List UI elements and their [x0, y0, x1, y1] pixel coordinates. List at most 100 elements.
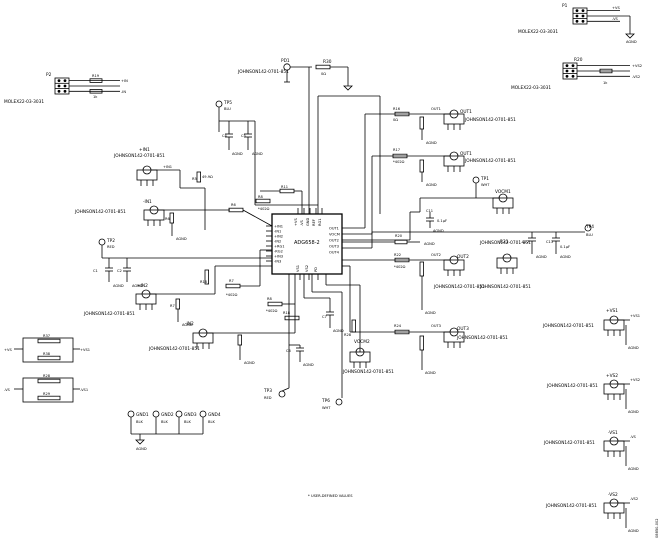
r18-agnd: AGND: [426, 141, 437, 145]
p2-part: MOLEX22-03-3031: [4, 99, 44, 105]
c11-val: 0.1µF: [437, 219, 447, 223]
vocm2-label: VOCM2: [354, 339, 370, 345]
c12-agnd: AGND: [536, 255, 547, 259]
ic-left-pin: +RG1: [274, 244, 285, 248]
ic-right-pin: OUT1: [329, 226, 339, 230]
tp5-color: BLU: [224, 107, 231, 111]
ic-bottom-pin: PD: [314, 267, 318, 272]
ic-top-pin: GND: [306, 218, 310, 226]
jack-vs1p-pn: JOHNSON142-0701-851: [542, 323, 594, 329]
ic-left-pin: -IN2: [274, 239, 281, 243]
r18-label: R18: [283, 311, 291, 315]
footnote-user-defined: * USER-DEFINED VALUES: [308, 494, 353, 498]
out1-label: OUT1: [460, 109, 472, 115]
p2-pin-inn: -IN: [121, 90, 126, 94]
jack-vs1n-net: -VS: [630, 435, 637, 439]
tp2-label: TP2: [106, 238, 115, 244]
c5-agnd: AGND: [252, 152, 263, 156]
bottom-center-section: TP3 RED C6 AGND C7 AGND TP6 WHT R28 VOCM…: [263, 274, 394, 410]
gnd1-post: GND1 BLK: [127, 410, 149, 434]
p1-part: MOLEX22-03-3031: [518, 29, 558, 35]
tp6-color: WHT: [322, 406, 331, 410]
r5-val: 49.9Ω: [202, 175, 213, 179]
ic-left-pin: +IN1: [274, 224, 283, 228]
c6-label: C6: [286, 349, 292, 353]
ic-left-pin: -IN1: [274, 229, 281, 233]
gnd2-post: GND2 BLK: [152, 410, 174, 434]
tp3-label: TP3: [263, 388, 272, 394]
in2-jack-pn: JOHNSON142-0701-851: [83, 311, 135, 317]
vocm1-label: VOCM1: [495, 189, 511, 195]
out2-jack-pn: JOHNSON142-0701-851: [433, 284, 485, 290]
c12-label: C12: [522, 240, 529, 244]
gnd-agnd: AGND: [136, 447, 147, 451]
ic-bottom-pin: VS2: [305, 265, 309, 272]
p2-1k: 1k: [93, 95, 98, 99]
c4-label: C4: [222, 134, 228, 138]
r28-label: R28: [43, 374, 51, 378]
tp6-label: TP6: [321, 398, 330, 404]
tp3-color: RED: [264, 396, 272, 400]
jack-vs2p-net: +VS2: [630, 378, 640, 382]
r38-label: R38: [43, 352, 51, 356]
r17-val: *402Ω: [393, 160, 405, 164]
jack-vs2n-net: -VS2: [630, 497, 638, 501]
out1-jack-pn: JOHNSON142-0701-851: [464, 117, 516, 123]
c13-agnd: AGND: [560, 255, 571, 259]
c11-agnd: AGND: [433, 229, 444, 233]
tp2-section: TP2 RED C1 C2 AGND AGND: [93, 238, 272, 288]
out1n-label: OUT1: [460, 151, 472, 157]
pd-jack-pn: JOHNSON142-0701-851: [237, 69, 289, 75]
p1-agnd: AGND: [626, 40, 637, 44]
in1-section: JOHNSON142-0701-851 +IN1 +IN1 R5 49.9Ω R…: [113, 147, 303, 230]
gnd1-color: BLK: [136, 420, 143, 424]
p2-pin-in: +IN: [121, 79, 128, 83]
out3-wire: OUT3: [431, 324, 441, 328]
ic-left-pin: -IN3: [274, 259, 281, 263]
in2n-agnd: AGND: [244, 361, 255, 365]
ic-part-label: ADG658-2: [294, 240, 320, 246]
ic-u1: ADG658-2 +IN1-IN1+IN2-IN2+RG1-RG2+IN3-IN…: [266, 208, 343, 280]
r22-label: R22: [394, 253, 401, 257]
r30-value: 0Ω: [321, 72, 326, 76]
p3-part: MOLEX22-03-3031: [511, 85, 551, 91]
r7-label: R7: [229, 279, 234, 283]
tp1-label: TP1: [480, 176, 489, 182]
jack-vs1-minus: -VS1 -VS AGND JOHNSON142-0701-851: [543, 430, 639, 471]
supply-resistors: R37 R38 +VS +VS1 R28 R29 -VS -VS1: [4, 334, 90, 403]
pd2-jack-pn: JOHNSON142-0701-851: [479, 284, 531, 290]
ic-right-pin: OUT3: [329, 244, 339, 248]
ic-left-pin: -RG2: [274, 249, 283, 253]
p3-pin-vs2: +VS2: [632, 64, 642, 68]
r22-agnd: AGND: [425, 311, 436, 315]
gnd2-label: GND2: [161, 412, 174, 418]
in1n-r-label: R6: [231, 203, 236, 207]
p3-pin-vs2n: -VS2: [632, 75, 640, 79]
ic-left-pin: +IN3: [274, 254, 283, 258]
jack-vs1n-agnd: AGND: [628, 467, 639, 471]
in1-plus-label: +IN1: [139, 147, 150, 153]
r6-label: R6: [165, 217, 170, 221]
r24-label: R24: [394, 324, 402, 328]
r17-label: R17: [393, 148, 400, 152]
tp5-cap-section: TP5 BLU C4 C5 AGND AGND: [215, 100, 318, 206]
tp4-color: BLU: [586, 233, 593, 237]
r29-label: R29: [43, 392, 51, 396]
in2-r-lbl: R16: [200, 280, 208, 284]
out3-label: OUT3: [457, 326, 469, 332]
r24-agnd: AGND: [425, 371, 436, 375]
r8-val: *402Ω: [258, 207, 270, 211]
out2-wire: OUT2: [431, 253, 441, 257]
c1-label: C1: [93, 269, 98, 273]
p1-pin-vsn: -VS: [612, 17, 619, 21]
p2-r19: R19: [92, 74, 100, 78]
r11-label: R11: [281, 185, 288, 189]
ic-top-pin: -VS: [300, 219, 304, 226]
r20-agnd: AGND: [424, 242, 435, 246]
in2-plus-label: +IN2: [137, 283, 148, 289]
r16-val: 0Ω: [393, 118, 398, 122]
r6-agnd: AGND: [176, 237, 187, 241]
c2-agnd: AGND: [132, 284, 143, 288]
c13-val: 0.1µF: [560, 245, 570, 249]
r8b-val: *402Ω: [266, 309, 278, 313]
